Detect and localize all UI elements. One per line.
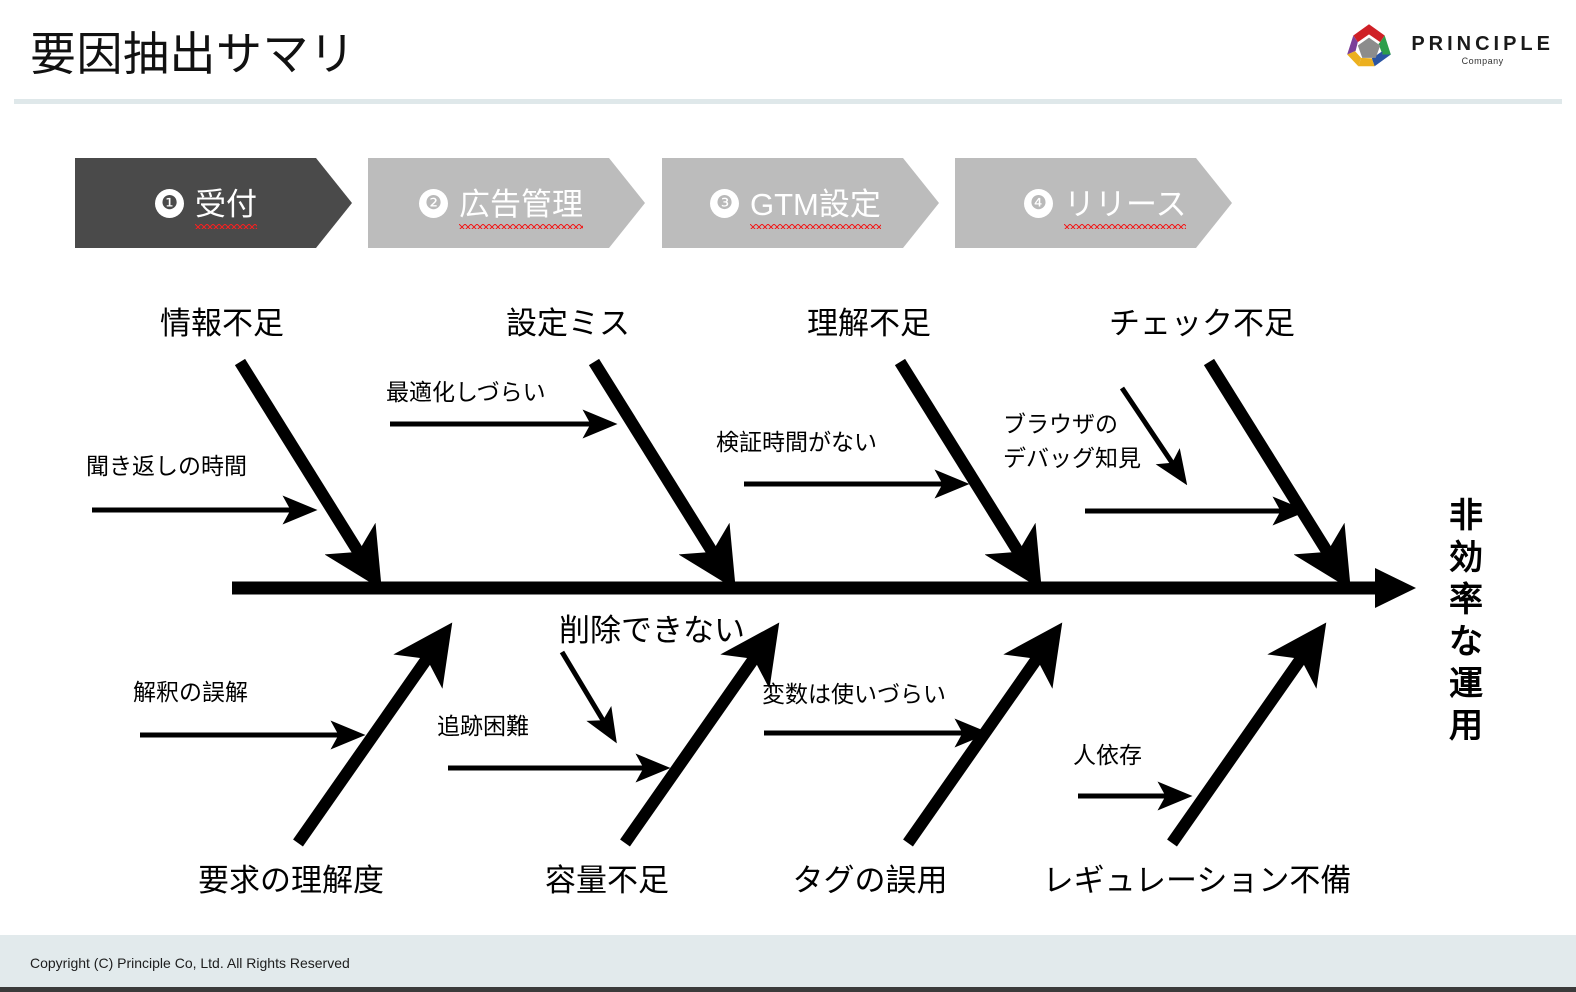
label-lower-minor-2b: 削除できない — [559, 613, 745, 648]
effect-char-1: 非 — [1449, 497, 1483, 535]
bone-lower-4 — [1167, 622, 1327, 847]
logo-subtext: Company — [1461, 56, 1504, 66]
label-upper-major-3: 理解不足 — [807, 306, 931, 341]
pointer-browser-debug — [1119, 386, 1188, 486]
pentagon-logo-icon — [1347, 24, 1392, 67]
spine-group — [232, 568, 1416, 608]
label-upper-major-4: チェック不足 — [1109, 306, 1295, 341]
brand-logo: PRINCIPLE Company — [1341, 22, 1554, 78]
page-title: 要因抽出サマリ — [30, 28, 356, 80]
effect-char-6: 用 — [1449, 707, 1483, 745]
label-lower-minor-2: 追跡困難 — [437, 713, 529, 739]
header-divider — [14, 99, 1562, 104]
chevron-shape-1[interactable] — [75, 158, 352, 248]
slide-header: 要因抽出サマリ PRINCIPLE Company — [0, 0, 1576, 104]
effect-char-5: 運 — [1449, 665, 1483, 703]
lower-labels: 要求の理解度 容量不足 タグの誤用 レギュレーション不備 削除できない 解釈の誤… — [133, 613, 1351, 898]
label-upper-minor-1: 聞き返しの時間 — [86, 453, 247, 479]
upper-labels: 情報不足 設定ミス 理解不足 チェック不足 聞き返しの時間 最適化しづらい 検証… — [86, 306, 1295, 479]
upper-sub-arrows — [92, 386, 1308, 526]
label-upper-minor-3: 検証時間がない — [716, 429, 877, 455]
upper-bones — [234, 358, 1351, 590]
bone-upper-4 — [1203, 358, 1351, 590]
logo-word: PRINCIPLE — [1411, 33, 1554, 55]
copyright-text: Copyright (C) Principle Co, Ltd. All Rig… — [30, 955, 350, 971]
label-lower-major-2: 容量不足 — [545, 863, 669, 898]
label-lower-minor-4: 人依存 — [1073, 742, 1142, 768]
label-lower-major-3: タグの誤用 — [793, 863, 948, 898]
bone-lower-3 — [903, 622, 1063, 847]
label-lower-major-4: レギュレーション不備 — [1043, 863, 1352, 898]
bone-lower-2 — [620, 622, 780, 847]
label-lower-major-1: 要求の理解度 — [198, 863, 384, 898]
slide-footer: Copyright (C) Principle Co, Ltd. All Rig… — [0, 935, 1576, 992]
effect-char-4: な — [1449, 623, 1483, 661]
lower-sub-arrows — [140, 650, 1193, 811]
bone-upper-3 — [894, 358, 1042, 590]
lower-bones — [293, 622, 1327, 847]
bone-upper-2 — [588, 358, 736, 590]
pointer-cannot-delete — [559, 650, 617, 744]
bone-upper-1 — [234, 358, 382, 590]
bone-lower-1 — [293, 622, 453, 847]
label-upper-major-2: 設定ミス — [506, 306, 630, 341]
label-upper-major-1: 情報不足 — [160, 306, 284, 341]
label-lower-minor-3: 変数は使いづらい — [762, 681, 946, 707]
spine-arrowhead — [1375, 568, 1416, 608]
effect-char-3: 率 — [1449, 581, 1483, 619]
effect-label: 非 効 率 な 運 用 — [1449, 497, 1483, 745]
logo-wordmark: PRINCIPLE Company — [1411, 34, 1554, 66]
label-upper-minor-4-line1: ブラウザの — [1003, 411, 1118, 437]
label-upper-minor-4-line2: デバッグ知見 — [1003, 445, 1141, 471]
effect-char-2: 効 — [1449, 539, 1483, 577]
label-upper-minor-2: 最適化しづらい — [386, 379, 546, 405]
label-lower-minor-1: 解釈の誤解 — [133, 679, 248, 705]
